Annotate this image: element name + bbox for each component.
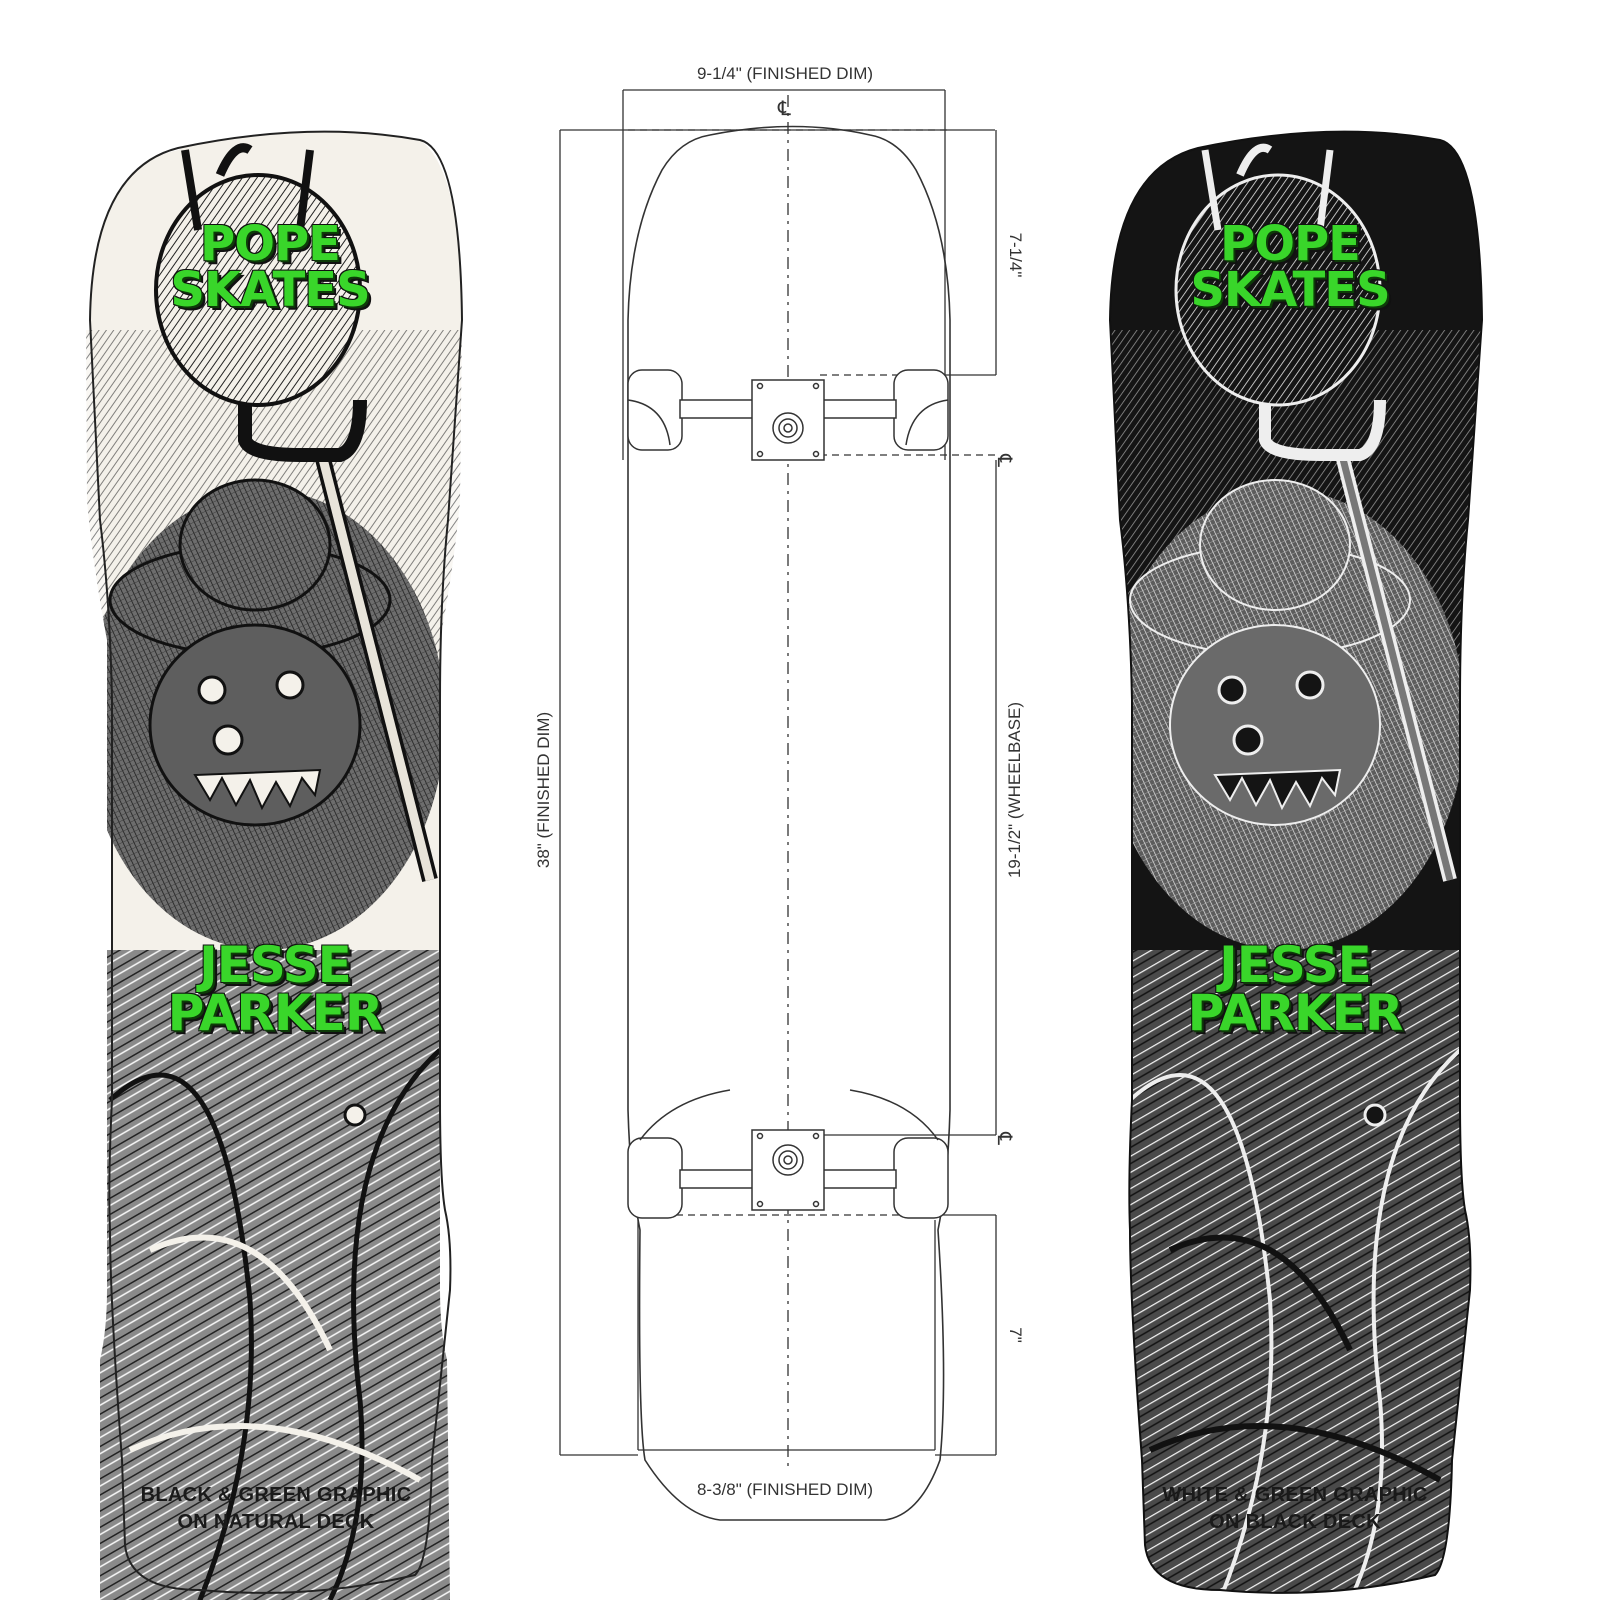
left-rider-line2: PARKER <box>167 983 384 1042</box>
left-caption-line1: BLACK & GREEN GRAPHIC <box>140 1484 412 1506</box>
right-caption: WHITE & GREEN GRAPHIC ON BLACK DECK <box>1095 1482 1495 1536</box>
deck-outline <box>627 125 951 1521</box>
centerline-rear-truck: ℄ <box>992 1132 1015 1145</box>
right-caption-line2: ON BLACK DECK <box>1209 1511 1381 1533</box>
centerline-front-truck: ℄ <box>992 454 1015 467</box>
tail-length-label: 7" <box>1006 1327 1025 1343</box>
right-deck-art <box>1108 130 1484 1594</box>
deck-blueprint: 9-1/4" (FINISHED DIM) ℄ 8-3/8" (FINISHED… <box>520 0 1080 1600</box>
bottom-width-label: 8-3/8" (FINISHED DIM) <box>696 1480 874 1499</box>
left-brand-line1: POPE <box>200 216 341 272</box>
top-width-label: 9-1/4" (FINISHED DIM) <box>696 64 874 83</box>
left-rider-name: JESSE PARKER <box>140 936 410 1042</box>
right-rider-line2: PARKER <box>1187 983 1404 1042</box>
left-caption: BLACK & GREEN GRAPHIC ON NATURAL DECK <box>76 1482 476 1536</box>
nose-length-label: 7-1/4" <box>1006 232 1025 278</box>
right-brand-line2: SKATES <box>1190 261 1390 318</box>
right-brand-line1: POPE <box>1220 216 1361 272</box>
right-rider-line1: JESSE <box>1219 936 1372 994</box>
right-brand-title: POPE SKATES <box>1170 216 1410 318</box>
left-rider-line1: JESSE <box>199 936 352 994</box>
right-rider-name: JESSE PARKER <box>1160 936 1430 1042</box>
right-caption-line1: WHITE & GREEN GRAPHIC <box>1162 1484 1428 1506</box>
rear-truck <box>627 1089 949 1219</box>
front-truck <box>627 369 949 461</box>
centerline-top: ℄ <box>778 98 791 120</box>
blueprint-drawing <box>559 89 997 1521</box>
left-brand-title: POPE SKATES <box>150 216 390 318</box>
left-deck-art <box>86 130 464 1600</box>
left-brand-line2: SKATES <box>170 261 370 318</box>
left-caption-line2: ON NATURAL DECK <box>177 1511 375 1533</box>
wheelbase-label: 19-1/2" (WHEELBASE) <box>1005 701 1024 879</box>
overall-length-label: 38" (FINISHED DIM) <box>534 711 553 869</box>
